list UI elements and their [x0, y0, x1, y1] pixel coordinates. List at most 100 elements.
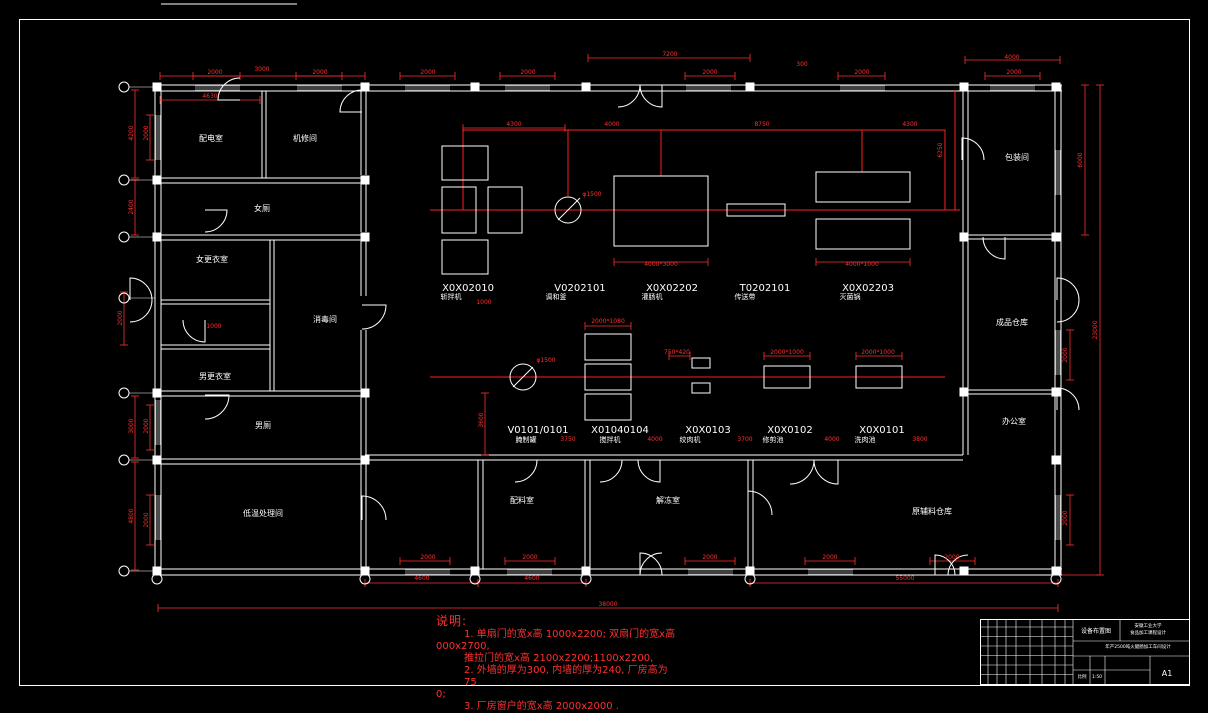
door-swing: [639, 552, 663, 576]
equip-name: 灌肠机: [642, 292, 663, 301]
dim-label: 4300: [506, 121, 521, 128]
note-line: 1. 单扇门的宽x高 1000x2200; 双扇门的宽x高: [464, 629, 676, 640]
axis-bubble: [469, 573, 481, 585]
room-label-packing: 包装间: [1005, 152, 1029, 162]
dim-label: 2000: [854, 69, 869, 76]
dim-label: 55000: [895, 575, 914, 582]
room-label-male-change: 男更衣室: [199, 371, 231, 381]
axis-bubble: [151, 573, 163, 585]
building-walls: [152, 3, 1062, 576]
room-label-lowtemp: 低温处理间: [243, 508, 283, 518]
dim-label: 38000: [598, 601, 617, 608]
door-swing: [361, 304, 387, 330]
equip-box: [855, 365, 903, 389]
dimension-labels-vertical: 4200 2000 2400 2000 3000 2000 4800 2000 …: [117, 125, 1099, 527]
column-mark: [1051, 232, 1061, 242]
equip-code: X01040104: [591, 425, 649, 436]
dim-label: 6000: [1077, 152, 1084, 167]
column-mark: [360, 388, 370, 398]
door-swing: [599, 459, 623, 483]
equip-name: 绞肉机: [680, 435, 701, 444]
dim-label: 4630: [202, 93, 217, 100]
door-swing: [514, 459, 538, 483]
title-block-school-2: 食品加工课程设计: [1130, 629, 1166, 636]
equip-tank: [512, 366, 534, 388]
dim-label: 2000: [702, 554, 717, 561]
equip-box: [815, 171, 911, 203]
equip-code: V0101/0101: [507, 425, 568, 436]
equip-box: [815, 218, 911, 250]
equip-code: X0X02010: [442, 283, 494, 294]
axis-bubble: [1050, 573, 1062, 585]
column-mark: [959, 387, 969, 397]
door-swing: [1056, 277, 1080, 323]
column-mark: [959, 566, 969, 576]
dim-label: 2000: [143, 512, 150, 527]
equip-box: [763, 365, 811, 389]
dim-label: 2000: [944, 554, 959, 561]
equip-code: X0X02202: [646, 283, 698, 294]
dim-label: 3000: [254, 66, 269, 73]
door-swing: [617, 84, 641, 108]
axis-bubble: [359, 573, 371, 585]
axis-bubble: [744, 573, 756, 585]
size-label: 2000*1000: [770, 349, 804, 356]
room-label-disinfect: 消毒间: [313, 314, 337, 324]
door-swing: [813, 459, 839, 485]
equip-name: 灭菌锅: [840, 292, 861, 301]
column-mark: [470, 82, 480, 92]
room-label-product: 成品仓库: [996, 317, 1028, 327]
equip-box: [487, 186, 523, 234]
door-swing: [639, 552, 663, 576]
dim-label: 4000: [824, 436, 839, 443]
room-label-raw: 原辅料仓库: [912, 506, 952, 516]
note-line: 000x2700,: [436, 641, 490, 652]
axis-bubble: [118, 174, 130, 186]
equipment-labels-row2: V0101/0101 腌制罐 X01040104 搅拌机 X0X0103 绞肉机…: [507, 425, 904, 444]
title-block-drawing-name: 设备布置图: [1081, 627, 1111, 635]
dim-label: 2000: [1062, 347, 1069, 362]
note-line: 2. 外墙的厚为300, 内墙的厚为240, 厂房高为75: [464, 665, 668, 688]
dim-label: 3600: [478, 412, 485, 427]
title-block: 设备布置图 安徽工业大学 食品加工课程设计 年产2500吨火腿肠加工车间设计 比…: [980, 619, 1190, 685]
equip-tank: [554, 196, 582, 224]
dim-label: 3700: [737, 436, 752, 443]
column-mark: [581, 566, 591, 576]
axis-bubble: [580, 573, 592, 585]
dim-label: 1000: [476, 299, 491, 306]
note-line: 推拉门的宽x高 2100x2200;1100x2200,: [464, 653, 654, 664]
equipment: [441, 145, 911, 421]
column-mark: [1051, 566, 1061, 576]
column-mark: [360, 175, 370, 185]
door-swing: [947, 554, 969, 576]
equip-code: V0202101: [554, 283, 605, 294]
room-label-female-wc: 女厕: [254, 203, 270, 213]
column-mark: [1051, 455, 1061, 465]
door-swing: [639, 84, 663, 108]
size-label: 2000*1080: [591, 318, 625, 325]
dim-label: 3800: [912, 436, 927, 443]
equip-box: [613, 175, 709, 247]
door-swing: [339, 89, 363, 113]
dim-label: 2000: [702, 69, 717, 76]
dim-label: 2000: [117, 310, 124, 325]
equip-tank: [509, 363, 537, 391]
dim-label: 2000: [207, 69, 222, 76]
door-swing: [934, 554, 956, 576]
column-mark: [745, 82, 755, 92]
column-mark: [581, 82, 591, 92]
equip-code: T0202101: [739, 283, 791, 294]
dim-label: 2000: [143, 125, 150, 140]
equip-box: [584, 393, 632, 421]
dim-label: 23000: [1092, 320, 1099, 339]
center-line: [462, 129, 946, 210]
note-line: 0;: [436, 689, 446, 700]
room-label-ingredient: 配料室: [510, 495, 534, 505]
dim-label: 4000: [647, 436, 662, 443]
equip-name: 修剪池: [763, 435, 784, 444]
dim-label: 3750: [560, 436, 575, 443]
drawing-notes: 说明: 1. 单扇门的宽x高 1000x2200; 双扇门的宽x高 000x27…: [436, 612, 676, 713]
axis-bubble: [118, 81, 130, 93]
room-label-female-change: 女更衣室: [196, 254, 228, 264]
equip-code: X0X0103: [685, 425, 731, 436]
